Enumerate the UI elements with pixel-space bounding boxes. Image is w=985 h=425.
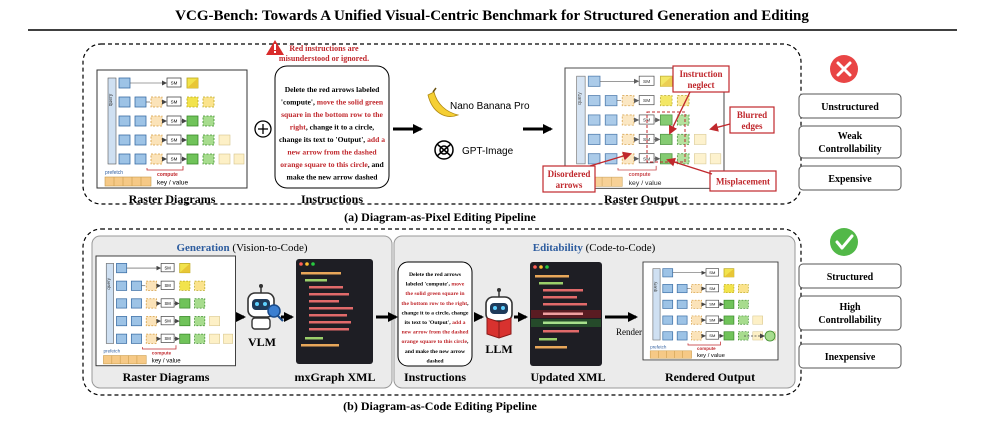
callout-blur bbox=[729, 106, 775, 134]
raster-diagrams-label-top: Raster Diagrams bbox=[129, 192, 216, 206]
instruction-line: and make the new arrow bbox=[405, 349, 466, 355]
verdict-weak: Weak bbox=[838, 131, 863, 142]
verdict-structured: Structured bbox=[827, 272, 874, 283]
callout-neglect-arrow bbox=[669, 91, 691, 135]
cross-icon bbox=[830, 55, 858, 83]
updated-xml-panel bbox=[530, 262, 602, 366]
instruction-box-top bbox=[274, 65, 390, 189]
instruction-line: 'compute', move the solid green bbox=[281, 98, 384, 107]
magnifier-icon bbox=[267, 304, 284, 322]
instruction-line: change its text to 'Output', add a bbox=[279, 135, 385, 144]
editability-title: Editability (Code-to-Code) bbox=[533, 242, 656, 254]
instruction-line: orange square to this circle, bbox=[402, 339, 470, 345]
instructions-label-top: Instructions bbox=[301, 192, 363, 206]
callout-blur-line2: edges bbox=[742, 121, 763, 131]
instruction-text-top: Delete the red arrows labeled 'compute', … bbox=[279, 85, 385, 182]
warning-icon bbox=[266, 40, 284, 55]
rendered-output-label: Rendered Output bbox=[665, 370, 755, 384]
instruction-line: change it to a circle, change bbox=[402, 310, 469, 316]
plus-circle-icon bbox=[254, 120, 272, 138]
verdict-controllability-top: Controllability bbox=[818, 144, 881, 155]
book-icon bbox=[485, 288, 513, 339]
model-gpt-image: GPT-Image bbox=[462, 146, 514, 157]
instruction-line: right, change it to a circle, bbox=[290, 123, 375, 132]
verdict-box-inexpensive bbox=[798, 343, 902, 369]
warning-line-2: misunderstood or ignored. bbox=[279, 54, 369, 63]
instruction-line: dashed bbox=[426, 358, 444, 364]
raster-output-label: Raster Output bbox=[604, 192, 678, 206]
verdict-box-structured bbox=[798, 263, 902, 289]
instruction-line: orange square to this circle, and bbox=[280, 160, 384, 169]
model-nano-banana: Nano Banana Pro bbox=[450, 101, 530, 112]
verdict-box-unstructured bbox=[798, 93, 902, 119]
verdict-box-high-control bbox=[798, 295, 902, 331]
callout-misplace-arrow bbox=[666, 157, 713, 175]
generation-title: Generation (Vision-to-Code) bbox=[176, 242, 307, 254]
figure-title: VCG-Bench: Towards A Unified Visual-Cent… bbox=[175, 8, 809, 24]
instruction-line: new arrow from the dashed bbox=[402, 330, 470, 336]
verdict-box-expensive bbox=[798, 165, 902, 191]
verdict-high: High bbox=[839, 302, 861, 313]
instruction-line: make the new arrow dashed bbox=[287, 173, 379, 182]
instruction-text-bottom: Delete the red arrows labeled 'compute', … bbox=[401, 272, 469, 364]
caption-b: (b) Diagram-as-Code Editing Pipeline bbox=[343, 399, 537, 413]
instruction-line: its text to 'Output', add a bbox=[405, 320, 466, 326]
xml-label: mxGraph XML bbox=[295, 370, 376, 384]
instruction-line: new arrow from the dashed bbox=[287, 148, 377, 157]
verdict-controllability-bottom: Controllability bbox=[818, 315, 881, 326]
vlm-label: VLM bbox=[248, 335, 276, 349]
render-label: Render bbox=[616, 327, 642, 337]
callout-disorder-line2: arrows bbox=[556, 180, 583, 190]
banana-icon bbox=[427, 87, 460, 117]
callout-blur-arrow bbox=[709, 122, 731, 132]
llm-label: LLM bbox=[485, 342, 512, 356]
instruction-line: square in the bottom row to the bbox=[281, 110, 383, 119]
instruction-line: Delete the red arrows bbox=[409, 272, 462, 278]
callout-disorder-line1: Disordered bbox=[548, 169, 591, 179]
raster-diagram-input-top bbox=[97, 70, 247, 188]
instruction-line: labeled 'compute', move bbox=[406, 282, 465, 288]
callout-misplace-text: Misplacement bbox=[716, 177, 770, 187]
raster-diagram-input-bottom bbox=[96, 256, 236, 366]
check-icon bbox=[830, 228, 858, 256]
callout-disorder-arrow bbox=[589, 151, 632, 167]
verdict-inexpensive: Inexpensive bbox=[825, 352, 876, 363]
updated-xml-label: Updated XML bbox=[530, 370, 605, 384]
callout-misplace bbox=[709, 170, 777, 192]
openai-icon bbox=[434, 140, 454, 160]
robot-icon bbox=[247, 284, 275, 330]
verdict-expensive: Expensive bbox=[828, 174, 872, 185]
verdict-unstructured: Unstructured bbox=[821, 102, 879, 113]
callout-neglect-line2: neglect bbox=[688, 80, 715, 90]
caption-a: (a) Diagram-as-Pixel Editing Pipeline bbox=[344, 210, 536, 224]
neglect-region bbox=[646, 111, 686, 163]
instruction-line: the bottom row to the right, bbox=[401, 301, 469, 307]
callout-disorder bbox=[542, 165, 596, 193]
warning-line-1: Red instructions are bbox=[289, 44, 359, 53]
callout-neglect bbox=[672, 65, 730, 93]
instruction-line: the solid green square in bbox=[405, 291, 465, 297]
raster-diagrams-label-bottom: Raster Diagrams bbox=[123, 370, 210, 384]
verdict-box-weak-control bbox=[798, 125, 902, 159]
xml-code-panel bbox=[296, 259, 373, 364]
instruction-box-bottom bbox=[397, 261, 473, 367]
instructions-label-bottom: Instructions bbox=[404, 370, 466, 384]
rendered-output-diagram bbox=[643, 262, 778, 360]
callout-neglect-line1: Instruction bbox=[679, 69, 722, 79]
instruction-line: Delete the red arrows labeled bbox=[285, 85, 380, 94]
callout-blur-line1: Blurred bbox=[737, 110, 767, 120]
